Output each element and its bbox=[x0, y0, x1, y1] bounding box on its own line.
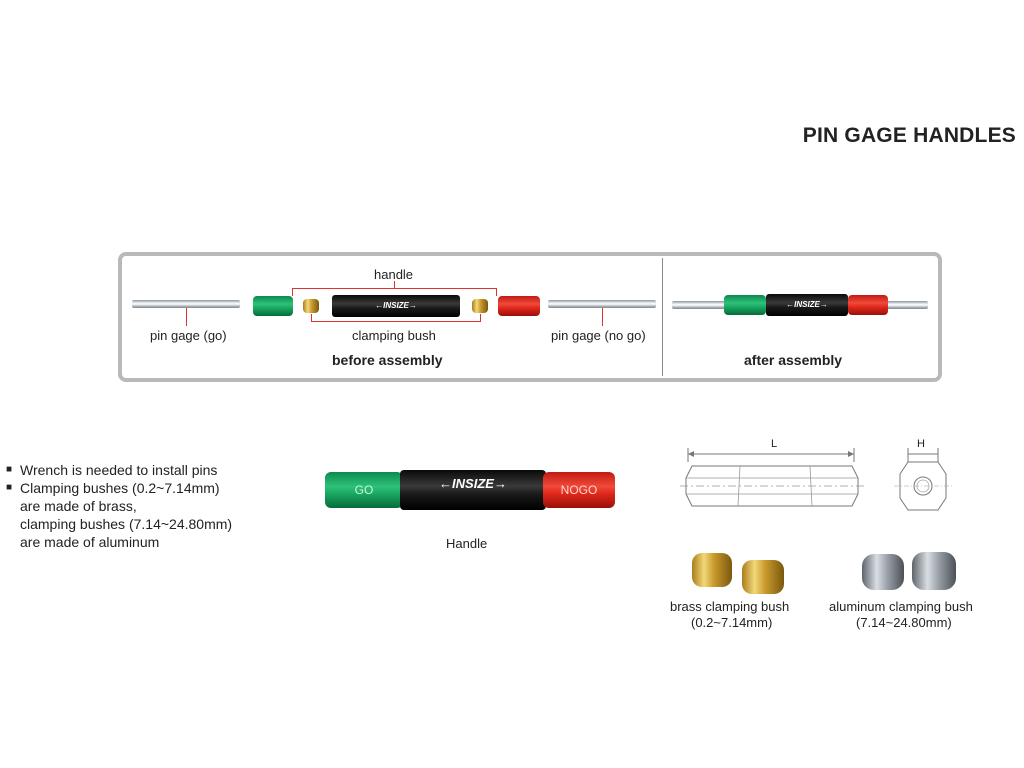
brass-bush-label: brass clamping bush bbox=[670, 599, 790, 614]
aluminum-bush-label: aluminum clamping bush bbox=[829, 599, 973, 614]
go-end-part bbox=[253, 296, 293, 316]
clamping-bush-label: clamping bush bbox=[352, 328, 436, 343]
pin-gage-go bbox=[132, 300, 240, 308]
pin-gage-nogo bbox=[548, 300, 656, 308]
assembled-brand-logo: ←INSIZE→ bbox=[786, 300, 828, 309]
feature-list: ■Wrench is needed to install pins ■Clamp… bbox=[6, 461, 232, 551]
brass-bush-photo-2 bbox=[742, 560, 784, 594]
brass-bush-right bbox=[472, 299, 488, 313]
leader-line bbox=[186, 308, 187, 326]
handle-nogo-end: NOGO bbox=[543, 472, 615, 508]
pin-gage-nogo-label: pin gage (no go) bbox=[551, 328, 646, 343]
list-item: are made of brass, bbox=[20, 498, 137, 514]
assembly-panel bbox=[118, 252, 942, 382]
before-assembly-label: before assembly bbox=[332, 352, 443, 368]
handle-brand-logo: ←INSIZE→ bbox=[439, 476, 507, 491]
after-assembly-label: after assembly bbox=[744, 352, 843, 368]
list-item: ■Clamping bushes (0.2~7.14mm) bbox=[6, 480, 220, 496]
panel-divider bbox=[662, 258, 663, 376]
brass-bush-left bbox=[303, 299, 319, 313]
handle-go-end: GO bbox=[325, 472, 403, 508]
go-text: GO bbox=[354, 483, 374, 497]
assembled-go-end bbox=[724, 295, 766, 315]
handle-photo-body: ←INSIZE→ bbox=[400, 470, 546, 510]
nogo-end-part bbox=[498, 296, 540, 316]
brand-logo: ←INSIZE→ bbox=[375, 301, 417, 310]
handle-body: ←INSIZE→ bbox=[332, 295, 460, 317]
brass-bush-photo-1 bbox=[692, 553, 732, 587]
list-item: clamping bushes (7.14~24.80mm) bbox=[20, 516, 233, 532]
pin-gage-go-label: pin gage (go) bbox=[150, 328, 227, 343]
handle-label: handle bbox=[374, 267, 414, 282]
brass-bush-range: (0.2~7.14mm) bbox=[691, 615, 773, 630]
length-label: L bbox=[771, 438, 778, 450]
nogo-text: NOGO bbox=[560, 483, 598, 497]
page-title: PIN GAGE HANDLES bbox=[802, 124, 1016, 147]
assembled-handle-body: ←INSIZE→ bbox=[766, 294, 848, 316]
dimension-drawing bbox=[680, 448, 952, 511]
aluminum-bush-photo-2 bbox=[912, 552, 956, 590]
list-item: ■Wrench is needed to install pins bbox=[6, 462, 218, 478]
aluminum-bush-range: (7.14~24.80mm) bbox=[856, 615, 952, 630]
list-item: are made of aluminum bbox=[20, 534, 160, 550]
handle-caption: Handle bbox=[446, 536, 488, 551]
assembled-nogo-end bbox=[848, 295, 888, 315]
aluminum-bush-photo-1 bbox=[862, 554, 904, 590]
height-label: H bbox=[917, 438, 925, 450]
